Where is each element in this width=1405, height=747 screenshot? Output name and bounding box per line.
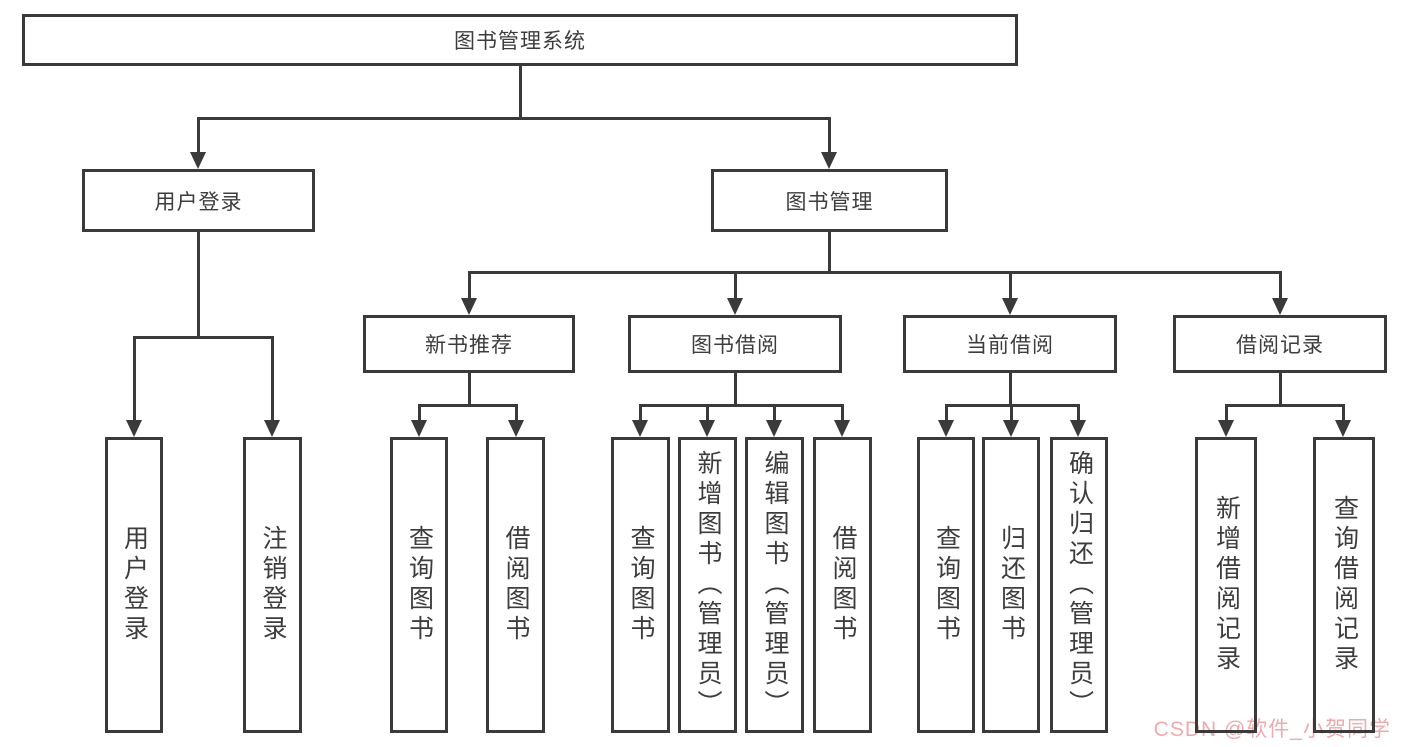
node-label: 确认归还（管理员）	[1065, 450, 1094, 720]
node-label: 图书管理系统	[454, 30, 586, 53]
connector-line	[197, 117, 830, 120]
node-book-borrowing: 图书借阅	[628, 315, 842, 373]
node-new-book-recommendation: 新书推荐	[363, 315, 575, 373]
connector-line	[639, 404, 843, 407]
arrowhead-icon	[1070, 420, 1086, 437]
connector-line	[1009, 271, 1012, 301]
connector-line	[468, 271, 1282, 274]
connector-line	[197, 232, 200, 339]
node-label: 图书管理	[785, 190, 874, 214]
arrowhead-icon	[264, 420, 280, 437]
connector-line	[773, 404, 776, 421]
leaf-br-add-record: 新增借阅记录	[1195, 437, 1257, 733]
node-label: 新书推荐	[425, 334, 513, 357]
connector-line	[133, 336, 274, 339]
node-label: 借阅图书	[502, 525, 530, 645]
connector-line	[418, 404, 518, 407]
arrowhead-icon	[1218, 420, 1234, 437]
connector-line	[828, 117, 831, 153]
connector-line	[639, 404, 642, 421]
leaf-br-query-record: 查询借阅记录	[1313, 437, 1375, 733]
connector-line	[945, 404, 948, 421]
arrowhead-icon	[834, 420, 850, 437]
connector-line	[271, 336, 274, 421]
node-label: 借阅图书	[829, 525, 857, 645]
leaf-bb-edit-books-admin: 编辑图书（管理员）	[745, 437, 804, 733]
arrowhead-icon	[1335, 420, 1351, 437]
node-label: 查询图书	[932, 525, 961, 645]
connector-line	[133, 336, 136, 421]
node-label: 图书借阅	[691, 334, 779, 357]
arrowhead-icon	[126, 420, 142, 437]
connector-line	[468, 271, 471, 301]
arrowhead-icon	[1003, 420, 1019, 437]
leaf-bb-add-books-admin: 新增图书（管理员）	[678, 437, 737, 733]
leaf-bb-borrow-books: 借阅图书	[813, 437, 872, 733]
node-user-login-branch: 用户登录	[82, 169, 315, 232]
arrowhead-icon	[461, 298, 477, 315]
node-book-management-branch: 图书管理	[711, 169, 948, 232]
connector-line	[828, 232, 831, 274]
leaf-cb-query-books: 查询图书	[917, 437, 975, 733]
connector-line	[1279, 373, 1282, 407]
node-label: 借阅记录	[1236, 334, 1324, 357]
node-label: 归还图书	[997, 525, 1026, 645]
connector-line	[1225, 404, 1228, 421]
arrowhead-icon	[1002, 298, 1018, 315]
node-borrowing-records: 借阅记录	[1173, 315, 1387, 373]
leaf-bb-query-books: 查询图书	[611, 437, 670, 733]
connector-line	[1225, 404, 1345, 407]
leaf-nbr-query-books: 查询图书	[390, 437, 448, 733]
node-label: 新增图书（管理员）	[694, 450, 722, 720]
connector-line	[515, 404, 518, 421]
arrowhead-icon	[190, 152, 206, 169]
node-current-borrowing: 当前借阅	[903, 315, 1117, 373]
arrowhead-icon	[632, 420, 648, 437]
connector-line	[1009, 373, 1012, 407]
node-label: 新增借阅记录	[1212, 495, 1241, 675]
csdn-watermark: CSDN @软件_小贺同学	[1153, 718, 1391, 741]
leaf-cb-confirm-return-admin: 确认归还（管理员）	[1050, 437, 1108, 733]
arrowhead-icon	[821, 152, 837, 169]
connector-line	[706, 404, 709, 421]
arrowhead-icon	[508, 420, 524, 437]
arrowhead-icon	[699, 420, 715, 437]
connector-line	[468, 373, 471, 407]
node-label: 查询图书	[405, 525, 434, 645]
connector-line	[418, 404, 421, 421]
connector-line	[1010, 404, 1013, 421]
node-label: 查询借阅记录	[1330, 495, 1359, 675]
node-label: 用户登录	[120, 525, 149, 645]
node-library-management-system: 图书管理系统	[22, 14, 1018, 66]
node-label: 当前借阅	[966, 334, 1054, 357]
connector-line	[1077, 404, 1080, 421]
node-label: 查询图书	[627, 525, 655, 645]
connector-line	[734, 373, 737, 407]
arrowhead-icon	[727, 298, 743, 315]
leaf-user-login: 用户登录	[105, 437, 163, 733]
arrowhead-icon	[766, 420, 782, 437]
leaf-nbr-borrow-books: 借阅图书	[486, 437, 545, 733]
arrowhead-icon	[1272, 298, 1288, 315]
node-label: 用户登录	[154, 190, 243, 214]
connector-line	[1342, 404, 1345, 421]
arrowhead-icon	[938, 420, 954, 437]
connector-line	[197, 117, 200, 153]
arrowhead-icon	[411, 420, 427, 437]
connector-line	[734, 271, 737, 301]
connector-line	[519, 64, 522, 119]
connector-line	[841, 404, 844, 421]
leaf-cb-return-books: 归还图书	[982, 437, 1040, 733]
node-label: 编辑图书（管理员）	[761, 450, 789, 720]
connector-line	[1279, 271, 1282, 301]
leaf-logout: 注销登录	[243, 437, 302, 733]
node-label: 注销登录	[259, 525, 287, 645]
